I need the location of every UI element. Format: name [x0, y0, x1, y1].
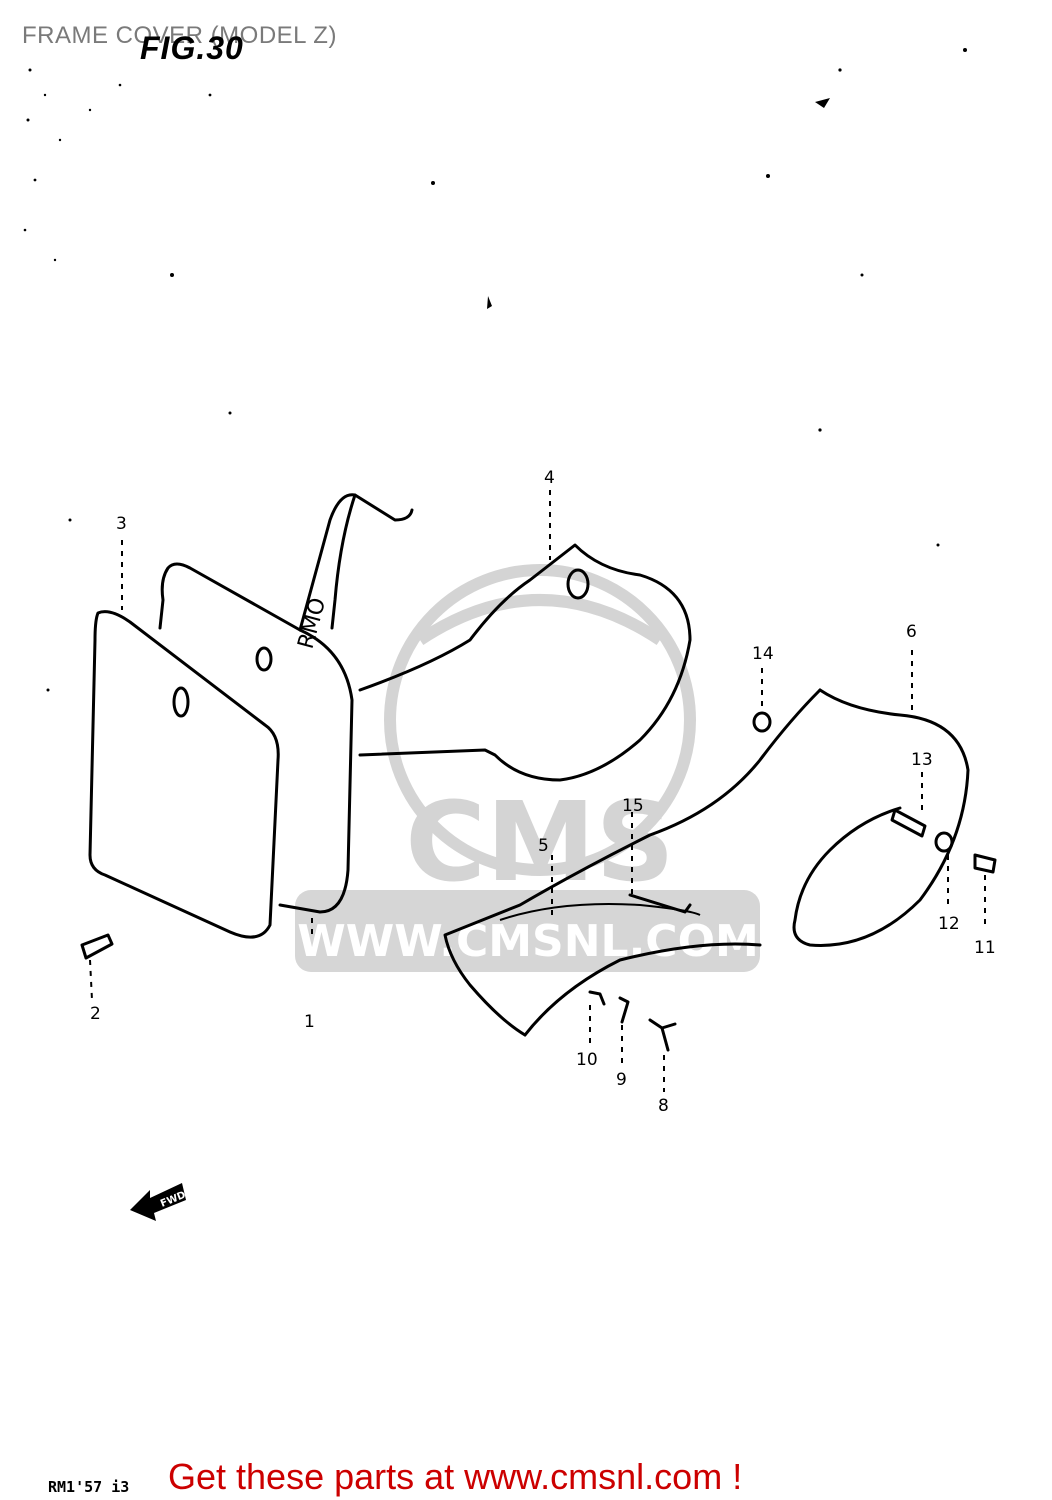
- callout-4: 4: [544, 468, 555, 488]
- figure-stamp: FIG.30: [140, 30, 244, 66]
- callout-14: 14: [752, 644, 774, 664]
- forward-arrow-icon: FWD: [130, 1183, 187, 1221]
- leader-lines: [89, 490, 986, 1092]
- callout-12: 12: [938, 914, 960, 934]
- callout-13: 13: [911, 750, 933, 770]
- callout-1: 1: [304, 1012, 315, 1032]
- svg-text:WWW.CMSNL.COM: WWW.CMSNL.COM: [297, 916, 759, 967]
- scan-noise: [23, 48, 967, 692]
- callout-15: 15: [622, 796, 644, 816]
- callout-11: 11: [974, 938, 996, 958]
- callout-3: 3: [116, 514, 127, 534]
- cmsnl-watermark: CMS WWW.CMSNL.COM: [295, 564, 760, 972]
- svg-text:RMO: RMO: [294, 595, 332, 651]
- diagram-code: RM1'57 i3: [48, 1478, 130, 1496]
- hardware-parts: [80, 711, 997, 1052]
- callout-2: 2: [90, 1004, 101, 1024]
- callout-9: 9: [616, 1070, 627, 1090]
- side-cover-left-part: [358, 543, 692, 782]
- callout-10: 10: [576, 1050, 598, 1070]
- cta-link[interactable]: Get these parts at www.cmsnl.com !: [168, 1456, 743, 1497]
- svg-text:CMS: CMS: [405, 778, 674, 906]
- callout-6: 6: [906, 622, 917, 642]
- callout-8: 8: [658, 1096, 669, 1116]
- page-title: FRAME COVER (MODEL Z): [22, 22, 337, 49]
- number-plate-part: RMO: [88, 493, 414, 939]
- callout-5: 5: [538, 836, 549, 856]
